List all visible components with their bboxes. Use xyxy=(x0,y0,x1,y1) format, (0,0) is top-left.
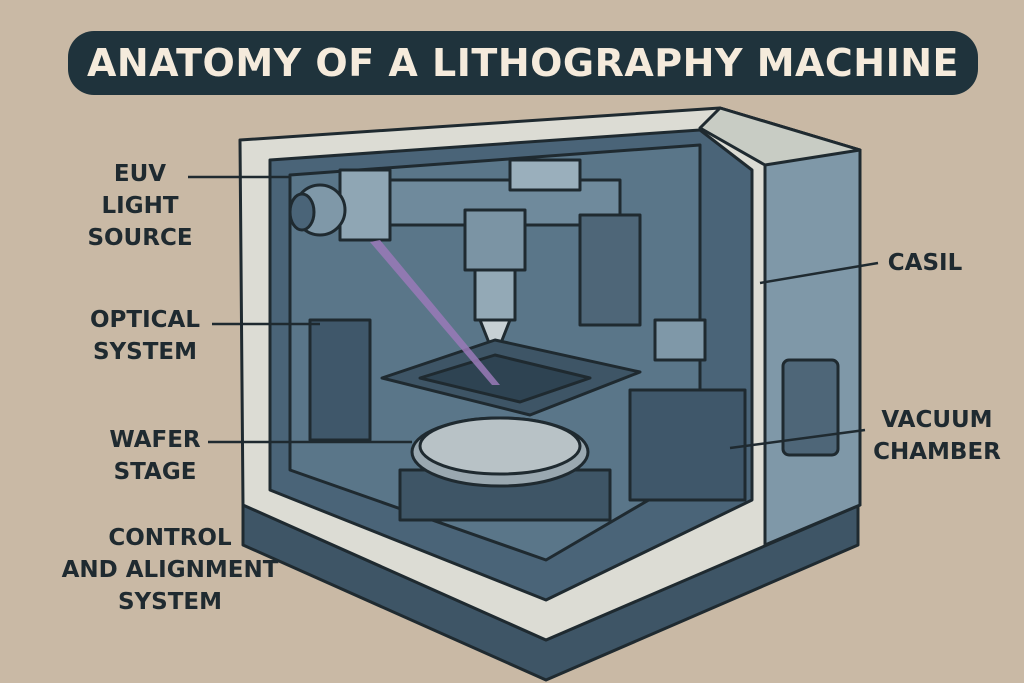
label-optical-system: OPTICAL SYSTEM xyxy=(80,304,210,368)
side-vent xyxy=(781,358,840,457)
label-vacuum-chamber: VACUUM CHAMBER xyxy=(862,404,1012,468)
label-line: CONTROL xyxy=(108,525,232,551)
label-line: EUV xyxy=(113,161,167,187)
label-line: SYSTEM xyxy=(117,589,223,615)
label-wafer-stage: WAFER STAGE xyxy=(100,424,210,488)
label-euv-light-source: EUV LIGHT SOURCE xyxy=(80,158,200,254)
label-line: LIGHT xyxy=(101,193,179,219)
label-control-alignment: CONTROL AND ALIGNMENT SYSTEM xyxy=(55,522,285,618)
euv-beam xyxy=(370,240,500,385)
label-line: AND ALIGNMENT xyxy=(61,557,279,583)
page-title: ANATOMY OF A LITHOGRAPHY MACHINE xyxy=(68,31,978,95)
label-line: CASIL xyxy=(887,250,963,276)
leader-vacuum xyxy=(729,428,866,450)
label-line: SYSTEM xyxy=(92,339,198,365)
optical-head xyxy=(463,208,527,272)
label-line: CHAMBER xyxy=(873,439,1001,465)
leader-casil xyxy=(759,261,879,285)
label-casil: CASIL xyxy=(880,247,970,279)
label-line: WAFER xyxy=(109,427,201,453)
label-line: OPTICAL xyxy=(90,307,200,333)
label-line: STAGE xyxy=(113,459,197,485)
label-line: SOURCE xyxy=(87,225,193,251)
euv-source-unit xyxy=(338,168,392,242)
label-line: VACUUM xyxy=(881,407,993,433)
